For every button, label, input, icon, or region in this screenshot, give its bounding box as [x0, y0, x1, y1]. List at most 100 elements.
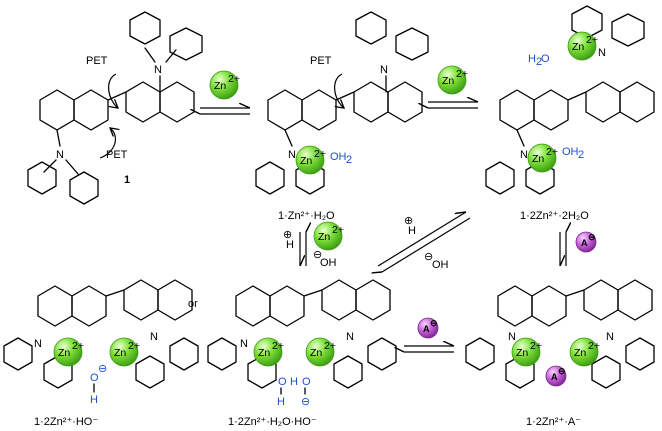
svg-text:Zn: Zn: [574, 347, 586, 359]
anion-sphere-icon: [575, 231, 597, 253]
svg-text:2+: 2+: [128, 340, 140, 352]
svg-text:N: N: [380, 64, 388, 76]
compound-1-2zn-a-structure: N N Zn 2+ Zn 2+ A ⊖: [465, 279, 655, 389]
zinc-addition-step-1: Zn 2+: [200, 70, 250, 114]
compound-1-2zn-ho-structure: N N Zn 2+ Zn 2+ O ⊖ H: [3, 279, 199, 406]
svg-text:Zn: Zn: [258, 347, 270, 359]
svg-text:2+: 2+: [546, 146, 558, 158]
zinc-sphere-icon: [209, 70, 239, 100]
zinc-sphere-icon: [109, 337, 139, 367]
zinc-sphere-icon: [437, 65, 467, 95]
base-step-left: H ⊕ Zn 2+ ⊖ OH: [283, 221, 344, 269]
svg-text:2+: 2+: [314, 148, 326, 160]
svg-text:H: H: [408, 225, 416, 237]
svg-text:2+: 2+: [72, 340, 84, 352]
anion-step-bottom: A ⊖: [404, 317, 454, 352]
svg-text:OH: OH: [432, 259, 449, 271]
svg-text:A: A: [423, 324, 430, 334]
svg-text:Zn: Zn: [58, 347, 70, 359]
svg-text:2+: 2+: [588, 340, 600, 352]
svg-text:H: H: [277, 396, 285, 408]
svg-text:⊖: ⊖: [301, 396, 310, 408]
svg-text:H: H: [90, 394, 98, 406]
svg-text:Zn: Zn: [442, 75, 454, 87]
svg-text:2+: 2+: [586, 34, 598, 46]
svg-text:2+: 2+: [332, 224, 344, 236]
svg-text:2+: 2+: [456, 68, 468, 80]
svg-text:Zn: Zn: [516, 347, 528, 359]
svg-text:Zn: Zn: [532, 153, 544, 165]
zinc-sphere-icon: [511, 337, 541, 367]
compound-1-2zn-label: 1·2Zn²⁺·2H₂O: [520, 210, 589, 222]
svg-text:N: N: [606, 331, 614, 343]
svg-text:N: N: [240, 338, 248, 350]
water-ligand: OH: [330, 151, 347, 163]
n-atom: N: [56, 149, 64, 161]
svg-text:2+: 2+: [530, 340, 542, 352]
compound-1-2zn-a-label: 1·2Zn²⁺·A⁻: [526, 416, 581, 428]
svg-text:⊕: ⊕: [283, 229, 292, 241]
svg-text:2+: 2+: [272, 340, 284, 352]
zinc-sphere-icon: [305, 337, 335, 367]
svg-text:Zn: Zn: [572, 41, 584, 53]
svg-text:N: N: [288, 149, 296, 161]
zinc-addition-step-2: Zn 2+: [428, 65, 478, 108]
svg-text:⊖: ⊖: [430, 318, 438, 328]
water-hydroxide-ligand: O: [278, 376, 287, 388]
svg-text:Zn: Zn: [114, 347, 126, 359]
compound-1-zn-label: 1·Zn²⁺·H₂O: [278, 210, 335, 222]
svg-text:H: H: [286, 239, 294, 251]
svg-text:H: H: [290, 376, 298, 388]
svg-text:A: A: [551, 372, 558, 382]
zinc-sphere-icon: [569, 337, 599, 367]
water-ligand: OH: [562, 146, 579, 158]
svg-text:2: 2: [346, 154, 352, 166]
zinc-sphere-icon: [53, 337, 83, 367]
svg-text:⊖: ⊖: [313, 249, 322, 261]
compound-1-zn-structure: N PET N Zn 2+ OH 2: [255, 11, 429, 195]
zinc-sphere-icon: [313, 221, 343, 251]
zinc-sphere-icon: [527, 143, 557, 173]
svg-text:Zn: Zn: [318, 231, 330, 243]
zinc-sphere-icon: [295, 145, 325, 175]
svg-text:OH: OH: [320, 257, 337, 269]
zinc-sphere-icon: [567, 31, 597, 61]
zinc-sphere-icon: [253, 337, 283, 367]
anion-sphere-icon: [545, 365, 567, 387]
compound-1-2zn-h2o-ho-structure: N N Zn 2+ Zn 2+ O H O H ⊖: [207, 279, 397, 408]
anion-sphere-icon: [417, 317, 439, 339]
svg-text:⊖: ⊖: [588, 232, 596, 242]
hydroxide-ligand: O: [90, 372, 99, 384]
or-label: or: [188, 298, 198, 310]
svg-text:N: N: [150, 331, 158, 343]
svg-text:2: 2: [536, 56, 542, 68]
compound-1-2zn-ho-label: 1·2Zn²⁺·HO⁻: [34, 416, 98, 428]
n-atom: N: [154, 64, 162, 76]
svg-text:O: O: [302, 376, 311, 388]
svg-text:⊖: ⊖: [424, 251, 433, 263]
anion-step-right: A ⊖: [560, 231, 597, 266]
svg-text:N: N: [508, 331, 516, 343]
svg-text:2+: 2+: [324, 340, 336, 352]
svg-text:⊕: ⊕: [404, 215, 413, 227]
svg-text:N: N: [598, 47, 606, 59]
svg-text:⊖: ⊖: [98, 363, 107, 375]
svg-text:2+: 2+: [228, 73, 240, 85]
svg-text:2: 2: [578, 149, 584, 161]
compound-1-label: 1: [124, 174, 130, 186]
pet-label: PET: [310, 55, 332, 67]
svg-text:N: N: [346, 331, 354, 343]
svg-text:Zn: Zn: [300, 155, 312, 167]
compound-1-structure: N N PET PET: [27, 11, 203, 205]
svg-text:A: A: [581, 238, 588, 248]
pet-label: PET: [86, 55, 108, 67]
svg-text:Zn: Zn: [310, 347, 322, 359]
compound-1-2zn-structure: N Zn 2+ H 2 O N Zn 2+ OH 2: [485, 5, 655, 195]
svg-text:Zn: Zn: [214, 80, 226, 92]
compound-1-2zn-h2o-ho-label: 1·2Zn²⁺·H₂O·HO⁻: [228, 416, 317, 428]
svg-text:N: N: [34, 338, 42, 350]
svg-text:N: N: [520, 149, 528, 161]
water-ligand: H: [528, 53, 536, 65]
svg-text:⊖: ⊖: [558, 366, 566, 376]
